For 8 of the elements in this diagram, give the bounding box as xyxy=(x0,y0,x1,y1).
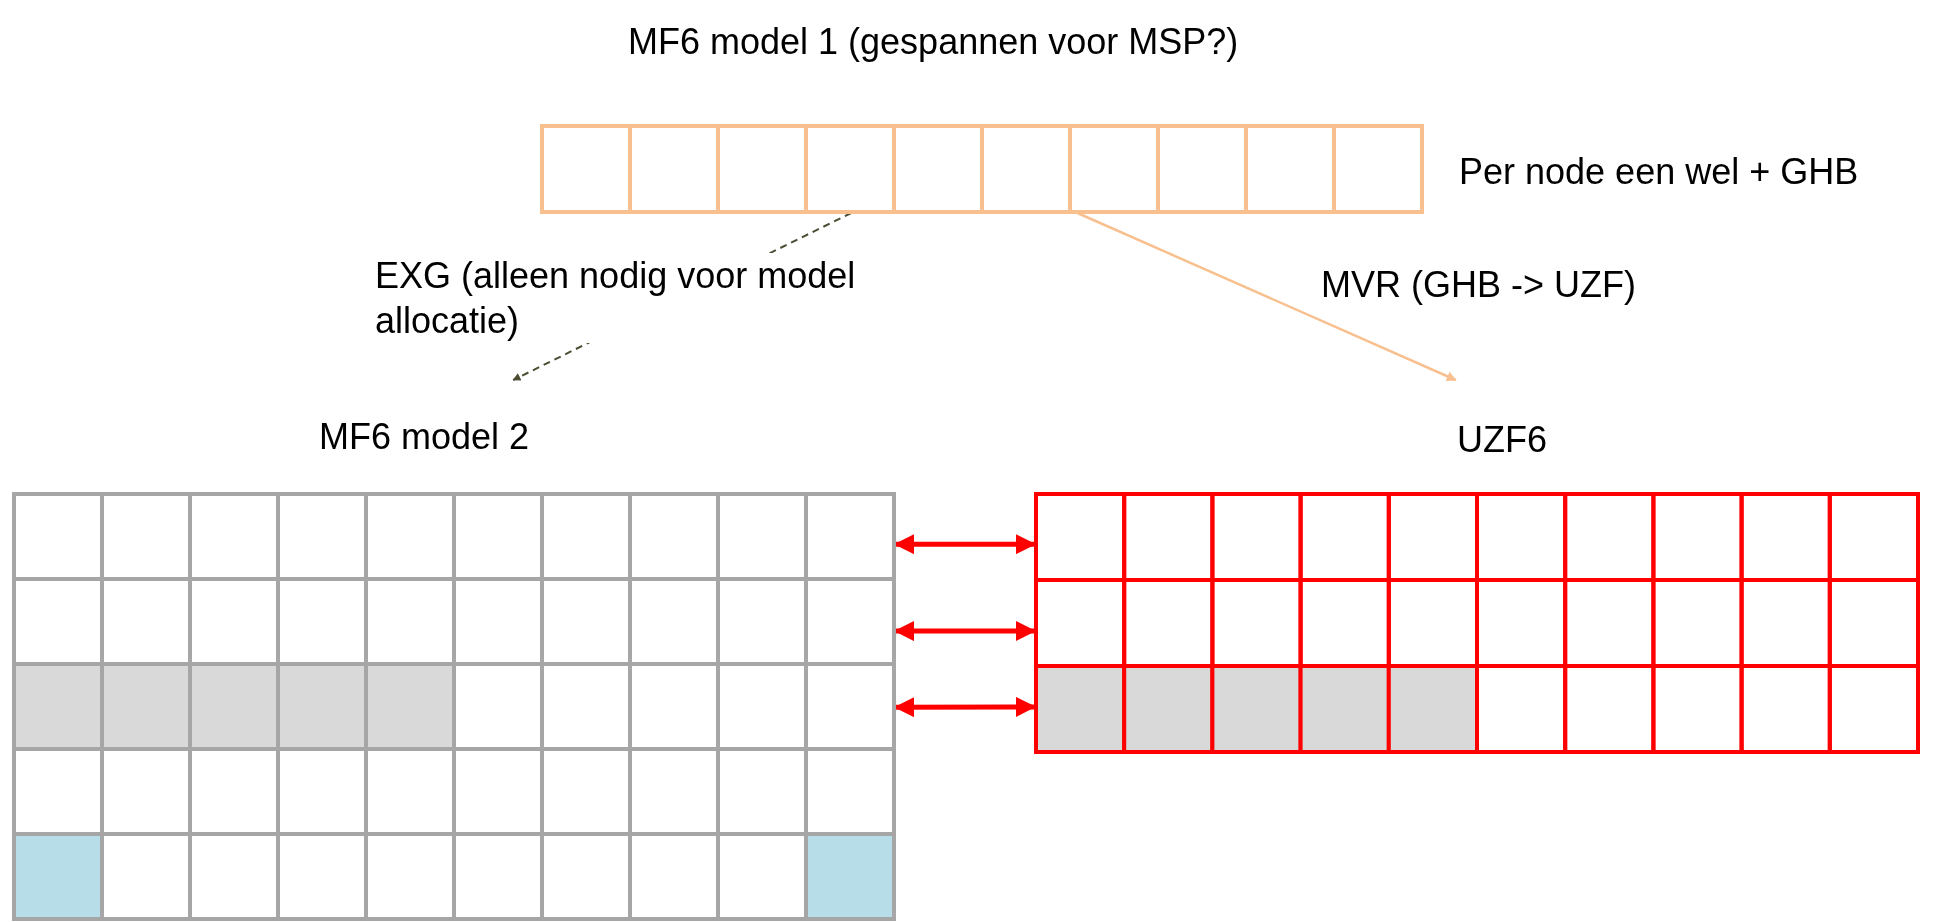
double-arrow xyxy=(894,696,1036,718)
arrow xyxy=(1076,211,1457,382)
grid-title: MF6 model 1 (gespannen voor MSP?) xyxy=(628,20,1239,64)
grid-title: MF6 model 2 xyxy=(319,415,530,459)
double-arrow xyxy=(894,534,1036,555)
grid-note: Per node een wel + GHB xyxy=(1459,150,1859,194)
grid-title: UZF6 xyxy=(1457,418,1547,462)
double-arrow xyxy=(894,620,1036,642)
